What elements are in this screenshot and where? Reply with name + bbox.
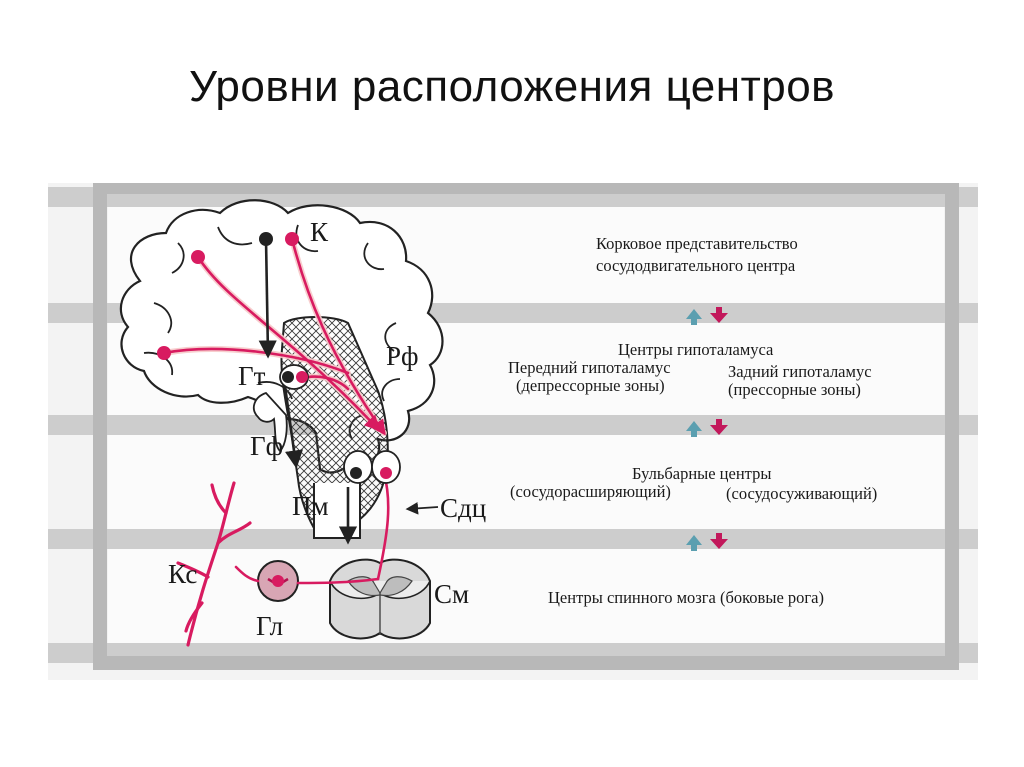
- hypothalamus-left1: Передний гипоталамус: [508, 358, 671, 377]
- label-sm: См: [434, 579, 469, 609]
- slide-title: Уровни расположения центров: [0, 62, 1024, 112]
- bulbar-title: Бульбарные центры: [632, 464, 771, 483]
- bulbar-left: (сосудорасширяющий): [510, 482, 671, 501]
- vasomotor-centers-diagram: К Рф Гт Гф Пм Сдц Кс См Гл Корковое пред…: [48, 183, 978, 680]
- label-gt: Гт: [238, 361, 266, 391]
- hypothalamus-left2: (депрессорные зоны): [516, 376, 665, 395]
- hypothalamus-right1: Задний гипоталамус: [728, 362, 872, 381]
- label-ks: Кс: [168, 559, 197, 589]
- bulbar-right: (сосудосуживающий): [726, 484, 877, 503]
- cortex-line1: Корковое представительство: [596, 234, 798, 253]
- label-sdc: Сдц: [440, 493, 486, 523]
- label-pm: Пм: [292, 491, 329, 521]
- hypothalamus-title: Центры гипоталамуса: [618, 340, 774, 359]
- label-rf: Рф: [386, 341, 419, 371]
- spinal-line: Центры спинного мозга (боковые рога): [548, 588, 824, 607]
- label-gf: Гф: [250, 431, 283, 461]
- label-gl: Гл: [256, 611, 283, 641]
- cortex-line2: сосудодвигательного центра: [596, 256, 796, 275]
- label-k: К: [310, 217, 329, 247]
- hypothalamus-right2: (прессорные зоны): [728, 380, 861, 399]
